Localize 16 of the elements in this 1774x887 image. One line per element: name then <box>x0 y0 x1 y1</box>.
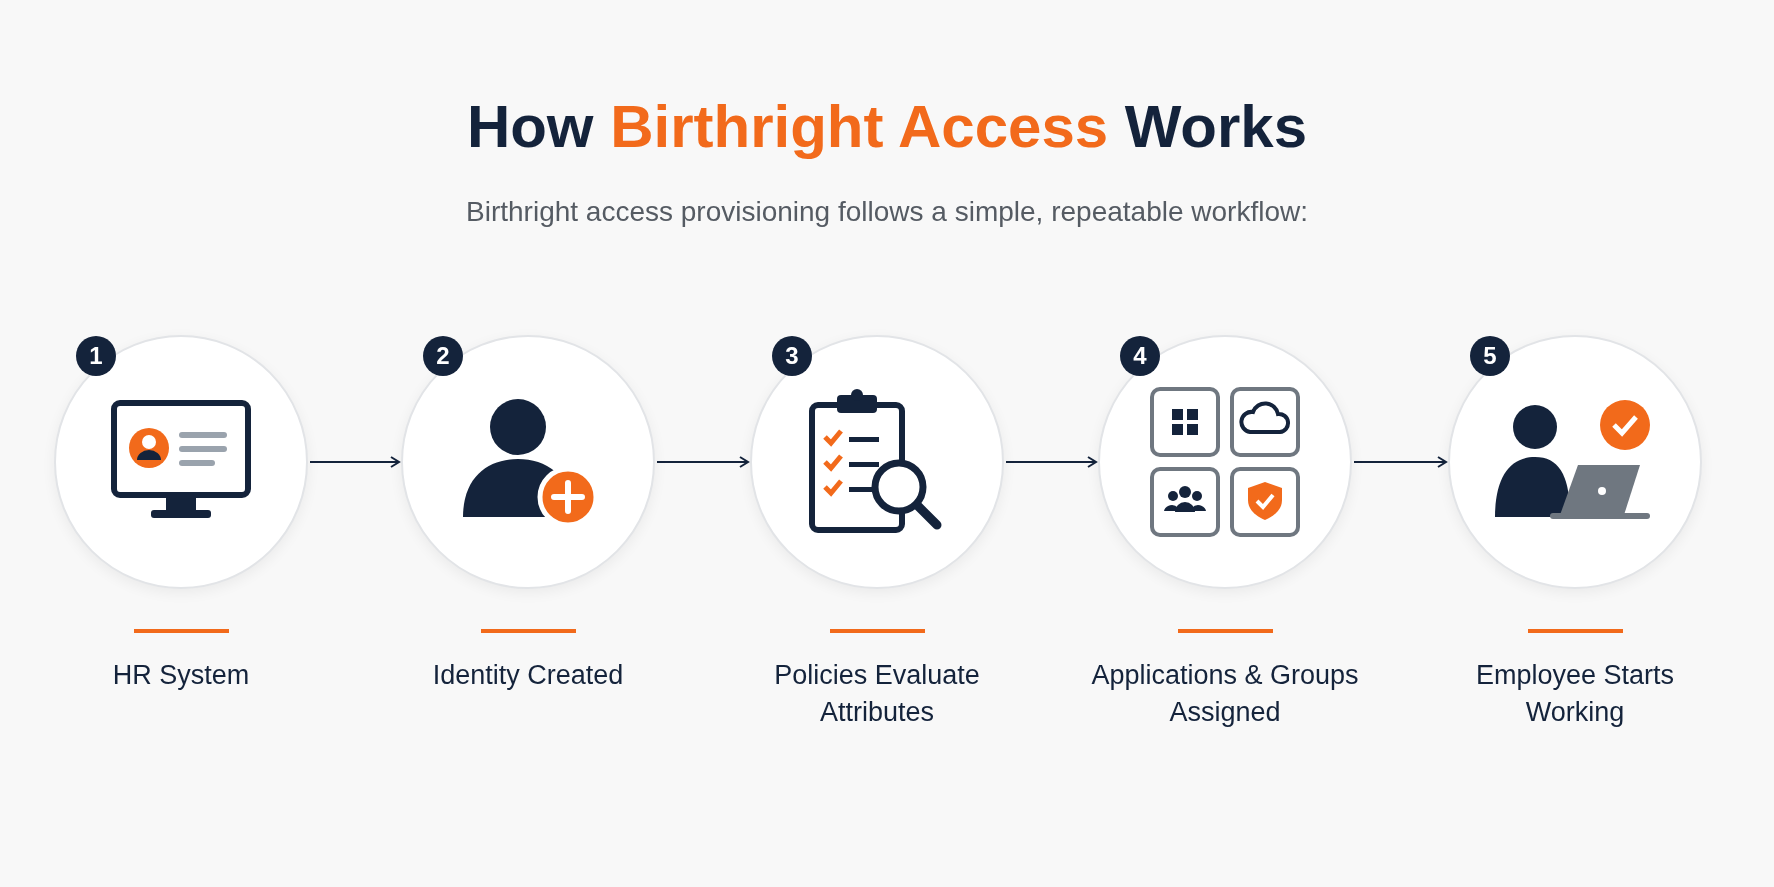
step-number-badge: 2 <box>423 336 463 376</box>
arrow <box>309 456 400 468</box>
arrow <box>656 456 749 468</box>
step-label: Employee Starts Working <box>1474 659 1676 729</box>
arrow <box>1005 456 1097 468</box>
arrow <box>1353 456 1447 468</box>
step-label: HR System <box>111 659 251 692</box>
subtitle: Birthright access provisioning follows a simple, repeatable workflow: <box>466 196 1308 228</box>
step-number-badge: 4 <box>1120 336 1160 376</box>
step-label: Policies Evaluate Attributes <box>773 659 981 729</box>
step-number-badge: 3 <box>772 336 812 376</box>
step-number-badge: 1 <box>76 336 116 376</box>
step-label: Identity Created <box>431 659 625 692</box>
step-number-badge: 5 <box>1470 336 1510 376</box>
title: How Birthright Access Works <box>466 92 1308 161</box>
step-label: Applications & Groups Assigned <box>1090 659 1360 729</box>
